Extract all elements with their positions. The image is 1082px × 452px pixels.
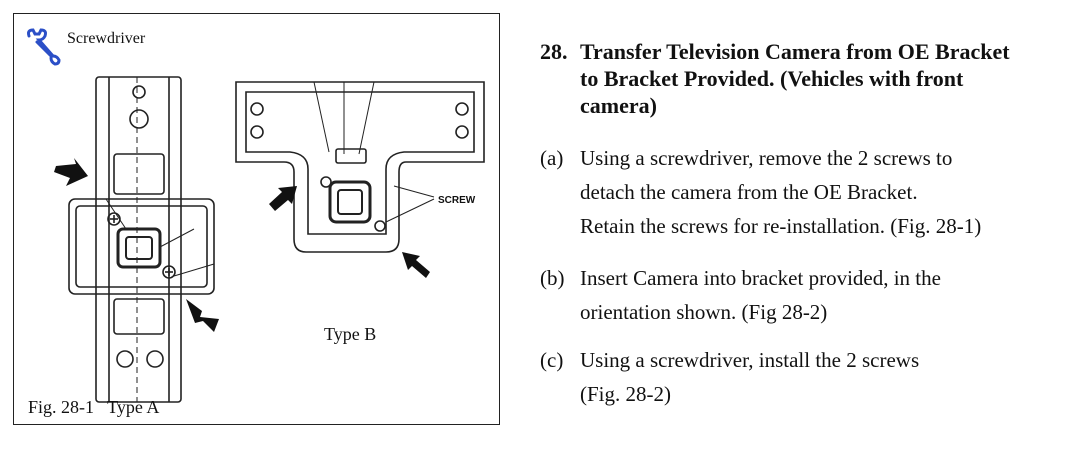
step-title: Transfer Television Camera from OE Brack… [580, 38, 1075, 119]
type-a-bracket [68, 76, 215, 403]
substep-a: (a) Using a screwdriver, remove the 2 sc… [540, 141, 1075, 243]
substep-text: Insert Camera into bracket provided, in … [580, 261, 1075, 329]
step-number: 28. [540, 39, 568, 64]
substep-line: orientation shown. (Fig 28-2) [580, 300, 828, 324]
substep-line: Using a screwdriver, remove the 2 screws… [580, 146, 953, 170]
instructions-panel: 28. Transfer Television Camera from OE B… [540, 38, 1075, 411]
substep-letter: (a) [540, 146, 564, 170]
substep-line: (Fig. 28-2) [580, 382, 671, 406]
substep-text: Using a screwdriver, remove the 2 screws… [580, 141, 1075, 243]
bracket-diagram: SCREW [54, 76, 485, 403]
figure-caption: Fig. 28-1 Type A [28, 397, 160, 417]
step-title-line: Transfer Television Camera from OE Brack… [580, 39, 1010, 64]
type-a-arrows [54, 158, 219, 332]
screw-callout: SCREW [438, 195, 476, 206]
step-title-line: camera) [580, 93, 657, 118]
substep-letter: (c) [540, 348, 564, 372]
substep-line: detach the camera from the OE Bracket. [580, 180, 918, 204]
screwdriver-icon [27, 28, 61, 66]
type-b-bracket [235, 81, 485, 253]
substep-letter: (b) [540, 266, 565, 290]
step-title-line: to Bracket Provided. (Vehicles with fron… [580, 66, 964, 91]
tool-label: Screwdriver [67, 30, 146, 47]
type-b-label: Type B [324, 324, 377, 344]
substep-text: Using a screwdriver, install the 2 screw… [580, 343, 1075, 411]
substep-line: Using a screwdriver, install the 2 screw… [580, 348, 920, 372]
substep-line: Insert Camera into bracket provided, in … [580, 266, 941, 290]
figure-panel: SCREW Screwdriver Type B Fig. 28-1 Type … [13, 13, 500, 425]
step-heading: 28. Transfer Television Camera from OE B… [540, 38, 1075, 119]
substep-line: Retain the screws for re-installation. (… [580, 214, 982, 238]
type-b-arrows [269, 186, 430, 278]
substep-c: (c) Using a screwdriver, install the 2 s… [540, 343, 1075, 411]
substep-b: (b) Insert Camera into bracket provided,… [540, 261, 1075, 329]
